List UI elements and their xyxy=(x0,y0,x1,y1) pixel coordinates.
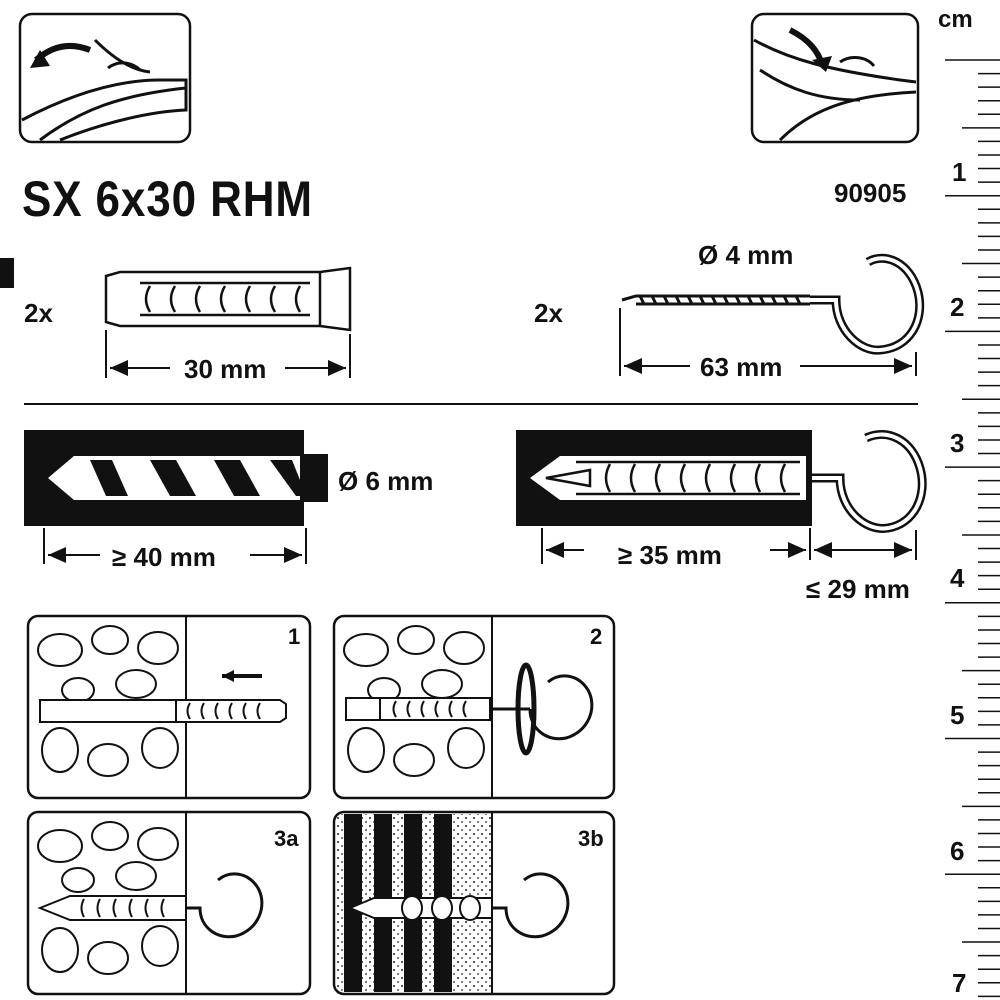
open-package-icon xyxy=(18,12,192,144)
ruler-number-4: 4 xyxy=(950,563,965,593)
step-1-number: 1 xyxy=(288,624,301,649)
drill-depth-label: ≥ 40 mm xyxy=(112,542,216,572)
hook-quantity: 2x xyxy=(534,298,563,328)
drill-diameter-label: Ø 6 mm xyxy=(338,466,434,496)
anchor-depth-dimension xyxy=(541,528,917,564)
close-package-icon xyxy=(750,12,920,144)
ruler-number-6: 6 xyxy=(950,836,965,866)
step-3b-panel xyxy=(332,810,616,996)
plug-quantity: 2x xyxy=(24,298,53,328)
ruler-unit-label: cm xyxy=(938,6,973,33)
step-3a-number: 3a xyxy=(274,826,299,851)
step-3b-number: 3b xyxy=(578,826,604,851)
hook-length-label: 63 mm xyxy=(700,352,783,382)
section-marker xyxy=(0,258,14,288)
ruler-ticks xyxy=(945,59,1000,998)
hook-dimension-line xyxy=(619,308,917,376)
step-3a-panel xyxy=(26,810,312,996)
wall-plug-drawing xyxy=(104,266,352,332)
step-2-number: 2 xyxy=(590,624,603,649)
product-title: SX 6x30 RHM xyxy=(22,171,313,227)
ruler-number-2: 2 xyxy=(950,292,965,322)
step-2-panel xyxy=(332,614,616,800)
ruler-number-7: 7 xyxy=(952,968,967,998)
projection-label: ≤ 29 mm xyxy=(806,574,910,604)
step-1-panel xyxy=(26,614,312,800)
product-code: 90905 xyxy=(834,178,907,208)
anchor-depth-label: ≥ 35 mm xyxy=(618,540,722,570)
ruler-number-3: 3 xyxy=(950,428,965,458)
installed-plug-diagram xyxy=(516,430,927,533)
ruler-number-5: 5 xyxy=(950,700,965,730)
hook-diameter-label: Ø 4 mm xyxy=(698,240,794,270)
drill-depth-dimension xyxy=(43,528,307,564)
drill-hole-diagram xyxy=(24,430,328,526)
ruler-number-1: 1 xyxy=(952,157,967,187)
screw-hook-drawing xyxy=(621,253,925,355)
plug-dimension-line xyxy=(105,330,351,378)
plug-length-label: 30 mm xyxy=(184,354,267,384)
